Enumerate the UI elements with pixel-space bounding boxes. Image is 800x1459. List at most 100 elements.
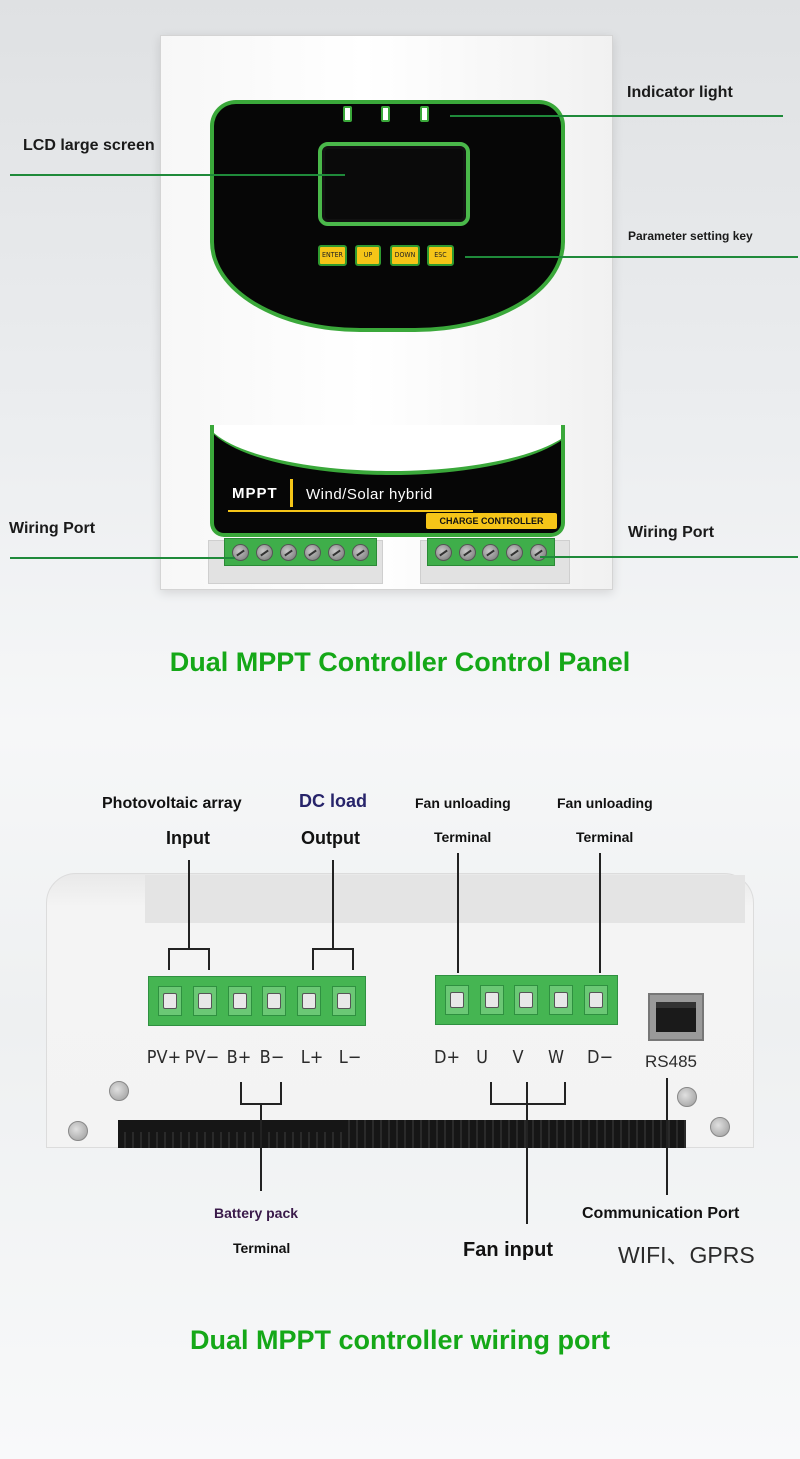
terminal-label-l-minus: L− bbox=[338, 1047, 362, 1068]
pv-array-label: Photovoltaic array bbox=[102, 795, 242, 812]
right-wiring-terminal bbox=[427, 538, 555, 566]
battery-connector-line bbox=[260, 1103, 262, 1191]
fan-input-bracket-right bbox=[564, 1082, 566, 1104]
dc-bracket bbox=[312, 948, 354, 950]
mounting-screw bbox=[677, 1087, 697, 1107]
dc-load-label: DC load bbox=[299, 791, 368, 811]
indicator-light-3 bbox=[420, 106, 429, 122]
terminal-screw bbox=[458, 543, 476, 561]
dc-bracket-right bbox=[352, 948, 354, 970]
battery-bracket-right bbox=[280, 1082, 282, 1104]
communication-port-label: Communication Port bbox=[582, 1205, 740, 1222]
dc-bracket-left bbox=[312, 948, 314, 970]
terminal-screw bbox=[435, 543, 453, 561]
enter-key[interactable]: ENTER bbox=[318, 245, 347, 266]
terminal-screw bbox=[280, 543, 298, 561]
wiring-port-title: Dual MPPT controller wiring port bbox=[189, 1325, 611, 1355]
pv-bracket-left bbox=[168, 948, 170, 970]
nameplate-underline bbox=[228, 510, 473, 512]
keys-callout-line bbox=[465, 256, 798, 258]
fan2-connector-line bbox=[599, 853, 601, 973]
terminal-slot bbox=[158, 986, 183, 1016]
fan-input-bracket bbox=[490, 1103, 566, 1105]
rs485-port[interactable] bbox=[648, 993, 704, 1041]
indicator-callout-line bbox=[450, 115, 783, 117]
nameplate-subtitle: Wind/Solar hybrid bbox=[306, 486, 433, 503]
fan1-connector-line bbox=[457, 853, 459, 973]
right-terminal-block bbox=[435, 975, 618, 1025]
terminal-slot bbox=[583, 985, 608, 1015]
rs485-socket bbox=[656, 1002, 696, 1032]
fan-input-label: Fan input bbox=[463, 1239, 553, 1261]
rs485-label: RS485 bbox=[645, 1052, 697, 1071]
comm-connector-line bbox=[666, 1078, 668, 1195]
terminal-label-b-plus: B+ bbox=[226, 1047, 252, 1068]
wiring-right-callout-line bbox=[540, 556, 798, 558]
lcd-callout-line bbox=[10, 174, 345, 176]
pv-connector-line bbox=[188, 860, 190, 949]
mounting-screw bbox=[68, 1121, 88, 1141]
terminal-screw bbox=[351, 543, 369, 561]
terminal-slot bbox=[549, 985, 574, 1015]
terminal-slot bbox=[445, 985, 470, 1015]
terminal-screw bbox=[256, 543, 274, 561]
wiring-port-right-callout: Wiring Port bbox=[628, 524, 715, 541]
dc-connector-line bbox=[332, 860, 334, 949]
wiring-left-callout-line bbox=[10, 557, 235, 559]
battery-bracket-left bbox=[240, 1082, 242, 1104]
down-key[interactable]: DOWN bbox=[390, 245, 420, 266]
left-terminal-block bbox=[148, 976, 366, 1026]
lcd-screen bbox=[318, 142, 470, 226]
terminal-label-d-plus: D+ bbox=[433, 1047, 461, 1068]
fan-unloading-1-terminal: Terminal bbox=[434, 829, 492, 845]
wifi-gprs-label: WIFI、GPRS bbox=[618, 1242, 755, 1268]
wiring-port-left-callout: Wiring Port bbox=[9, 520, 96, 537]
fan-input-bracket-mid bbox=[526, 1082, 528, 1104]
nameplate-brand: MPPT bbox=[232, 485, 278, 502]
nameplate-divider bbox=[290, 479, 293, 507]
indicator-light-2 bbox=[381, 106, 390, 122]
control-panel-title: Dual MPPT Controller Control Panel bbox=[169, 647, 631, 677]
fan-input-bracket-left bbox=[490, 1082, 492, 1104]
terminal-label-pv-minus: PV− bbox=[184, 1047, 220, 1068]
esc-key[interactable]: ESC bbox=[427, 245, 454, 266]
lcd-callout: LCD large screen bbox=[23, 137, 155, 154]
nameplate-badge: CHARGE CONTROLLER bbox=[426, 513, 557, 529]
indicator-light-1 bbox=[343, 106, 352, 122]
fan-input-connector-line bbox=[526, 1103, 528, 1224]
mounting-screw bbox=[710, 1117, 730, 1137]
pv-input-label: Input bbox=[166, 828, 210, 848]
up-key[interactable]: UP bbox=[355, 245, 381, 266]
terminal-label-l-plus: L+ bbox=[300, 1047, 324, 1068]
battery-terminal-label: Terminal bbox=[233, 1240, 291, 1256]
terminal-screw bbox=[303, 543, 321, 561]
terminal-slot bbox=[296, 986, 321, 1016]
terminal-screw bbox=[482, 543, 500, 561]
battery-pack-label: Battery pack bbox=[214, 1205, 299, 1221]
nameplate-arc bbox=[214, 425, 561, 475]
chassis-top-panel bbox=[145, 875, 745, 923]
terminal-slot bbox=[514, 985, 539, 1015]
terminal-slot bbox=[227, 986, 252, 1016]
left-wiring-terminal bbox=[224, 538, 377, 566]
pv-bracket-right bbox=[208, 948, 210, 970]
terminal-slot bbox=[479, 985, 504, 1015]
keys-callout: Parameter setting key bbox=[628, 229, 753, 243]
terminal-screw bbox=[327, 543, 345, 561]
terminal-slot bbox=[331, 986, 356, 1016]
terminal-slot bbox=[192, 986, 217, 1016]
terminal-screw bbox=[232, 543, 250, 561]
terminal-label-d-minus: D− bbox=[586, 1047, 614, 1068]
terminal-label-b-minus: B− bbox=[259, 1047, 285, 1068]
nameplate: MPPT Wind/Solar hybrid CHARGE CONTROLLER bbox=[210, 425, 565, 537]
terminal-screw bbox=[506, 543, 524, 561]
terminal-label-v: V bbox=[512, 1047, 524, 1068]
terminal-slot bbox=[262, 986, 287, 1016]
fan-unloading-2-label: Fan unloading bbox=[557, 795, 653, 811]
pv-bracket bbox=[168, 948, 210, 950]
fan-unloading-1-label: Fan unloading bbox=[415, 795, 511, 811]
heatsink-notch bbox=[118, 1120, 343, 1132]
indicator-light-callout: Indicator light bbox=[627, 84, 733, 101]
mounting-screw bbox=[109, 1081, 129, 1101]
terminal-label-w: W bbox=[547, 1047, 564, 1068]
